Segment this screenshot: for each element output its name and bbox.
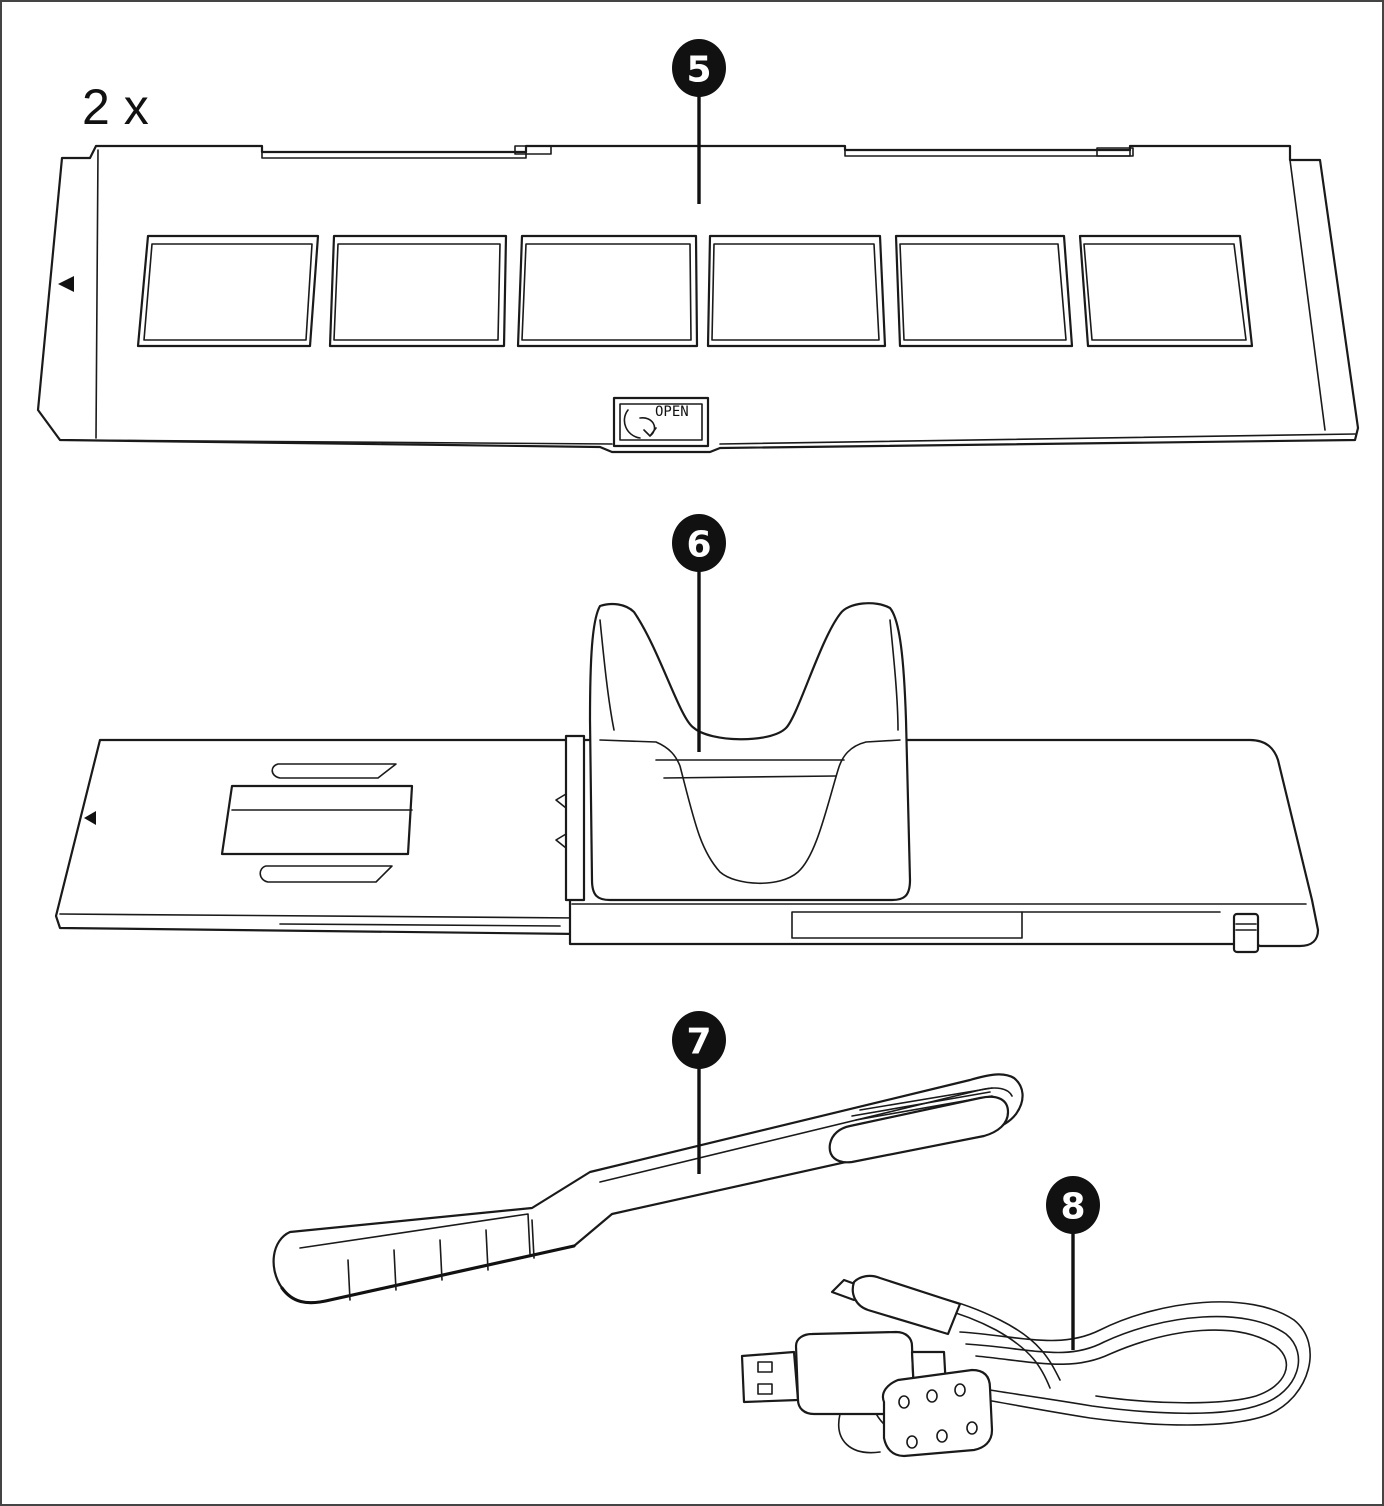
- callout-8-number: 8: [1060, 1187, 1085, 1228]
- usb-cable: [740, 1274, 1311, 1458]
- quantity-label: 2 x: [82, 79, 149, 135]
- callout-6: 6: [672, 514, 726, 752]
- film-window: [1078, 234, 1254, 348]
- film-window: [706, 234, 887, 348]
- cleaning-stick: [272, 1073, 1024, 1305]
- callout-7-number: 7: [686, 1022, 711, 1063]
- film-window: [136, 234, 320, 348]
- callout-8: 8: [1046, 1176, 1100, 1350]
- slide-holder: [54, 602, 1320, 954]
- unlock-rotate-icon: [623, 409, 657, 439]
- callout-5: 5: [672, 39, 726, 204]
- film-window: [894, 234, 1074, 348]
- latch: [1232, 912, 1260, 954]
- open-tab: OPEN: [612, 396, 710, 448]
- film-holder: OPEN: [36, 144, 1360, 454]
- callout-7: 7: [672, 1011, 726, 1174]
- film-window: [516, 234, 699, 348]
- insert-arrow-icon: [84, 811, 96, 825]
- callout-5-number: 5: [686, 50, 711, 91]
- slide-window: [220, 784, 414, 856]
- film-window: [328, 234, 508, 348]
- open-tab-label: OPEN: [655, 404, 689, 420]
- film-windows: [136, 234, 1254, 348]
- insert-arrow-icon: [58, 276, 74, 292]
- callout-6-number: 6: [686, 525, 711, 566]
